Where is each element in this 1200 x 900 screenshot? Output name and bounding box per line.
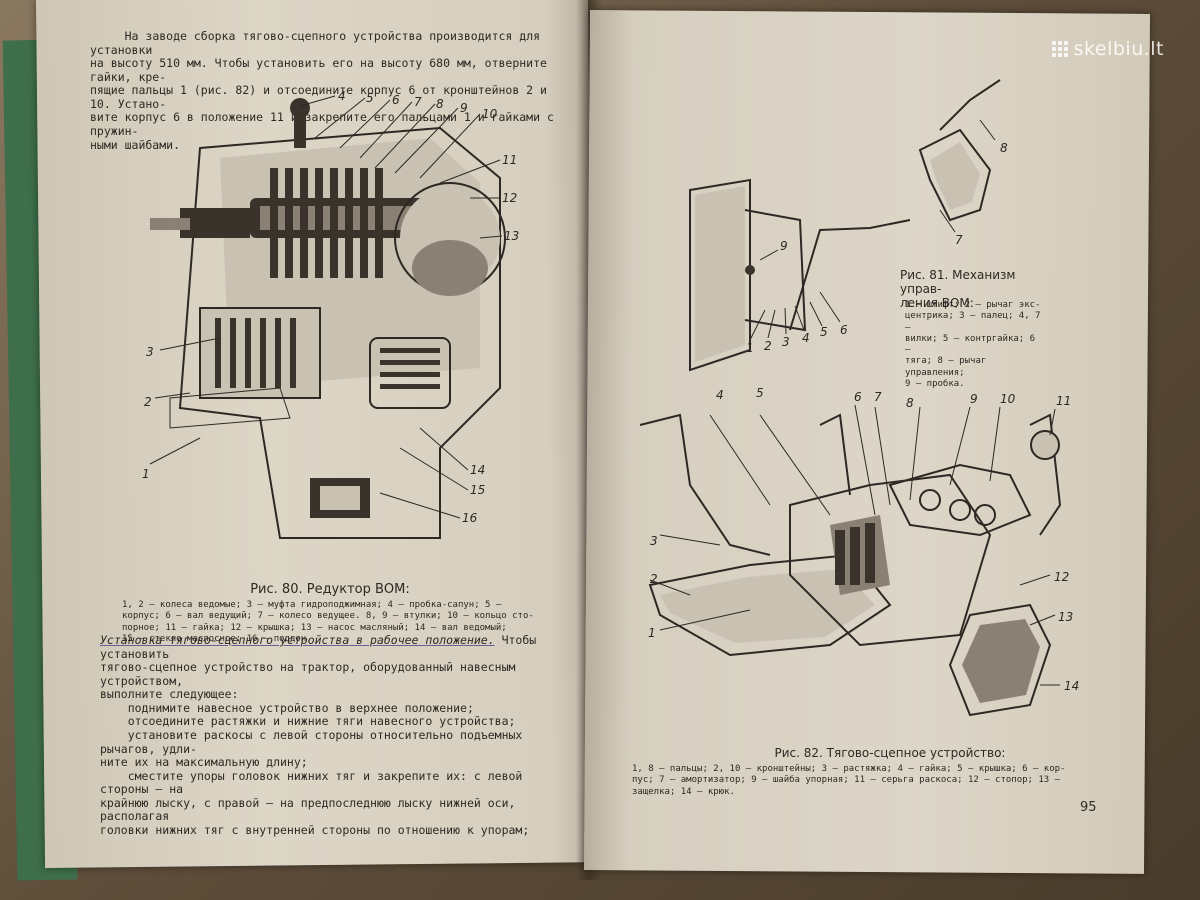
fig81-label: 9 [780,239,788,253]
fig80-label: 3 [146,345,154,359]
fig81-caption: Рис. 81. Механизм управ- ления ВОМ: [900,268,1016,310]
fig80-label: 8 [436,97,444,111]
fig81-label: 2 [764,339,772,353]
fig82-label: 7 [874,390,882,404]
fig82-label: 6 [854,390,862,404]
fig80-label: 15 [470,483,485,497]
skelbiu-logo-icon [1051,41,1068,57]
fig80-label: 9 [460,101,468,115]
fig81-legend: 1 — штифт; 2 — рычаг экс- центрика; 3 — … [905,300,1041,389]
body-text: Чтобы установить тягово-сцепное устройст… [100,633,537,837]
fig80-label: 5 [366,91,374,105]
fig80-label: 12 [502,191,517,205]
fig82-label: 10 [1000,392,1016,406]
fig81-label: 3 [782,335,790,349]
fig82-label: 5 [756,386,764,400]
intro-paragraph: На заводе сборка тягово-сцепного устройс… [90,29,554,152]
fig81-label: 8 [1000,141,1008,155]
fig82-label: 14 [1064,679,1079,693]
fig80-label: 6 [392,93,400,107]
fig81-label: 7 [955,233,963,247]
fig82-label: 12 [1054,570,1069,584]
fig80-legend: 1, 2 — колеса ведомые; 3 — муфта гидропо… [122,600,534,644]
figure-81-pto-control-drawing: 1 2 3 4 5 6 7 8 9 [689,79,1008,372]
page-number: 95 [1080,800,1097,815]
body-paragraph: Установка тягово-сцепного устройства в р… [100,633,570,837]
fig82-label: 8 [906,396,914,410]
fig82-caption: Рис. 82. Тягово-сцепное устройство: [774,746,1006,760]
fig81-label: 4 [802,331,810,345]
fig82-label: 4 [716,388,724,402]
watermark-text: skelbiu.lt [1073,38,1164,60]
fig80-label: 2 [144,395,152,409]
body-heading: Установка тягово-сцепного устройства в р… [100,633,495,647]
fig80-caption: Рис. 80. Редуктор ВОМ: [250,582,410,597]
fig81-label: 5 [820,325,828,339]
fig80-label: 16 [462,511,478,525]
fig82-label: 9 [970,392,978,406]
fig80-label: 10 [482,107,498,121]
figure-80-pto-gearbox-drawing: 1 2 3 4 5 6 7 8 9 10 11 12 13 14 15 16 [142,89,519,539]
fig82-label: 11 [1056,394,1071,408]
fig81-label: 1 [746,341,754,355]
watermark: skelbiu.lt [1051,38,1164,60]
fig82-label: 3 [650,534,658,548]
fig82-label: 2 [650,572,658,586]
fig80-label: 1 [142,467,150,481]
fig82-label: 13 [1058,610,1073,624]
fig82-label: 1 [648,626,656,640]
fig81-label: 6 [840,323,848,337]
fig80-label: 11 [502,153,517,167]
fig80-label: 4 [338,89,346,103]
fig82-legend: 1, 8 — пальцы; 2, 10 — кронштейны; 3 — р… [632,764,1066,797]
fig80-label: 14 [470,463,485,477]
fig80-label: 7 [414,95,422,109]
fig80-label: 13 [504,229,519,243]
figure-82-hitch-drawing: 1 2 3 4 5 6 7 8 9 10 11 12 13 14 [639,386,1079,717]
